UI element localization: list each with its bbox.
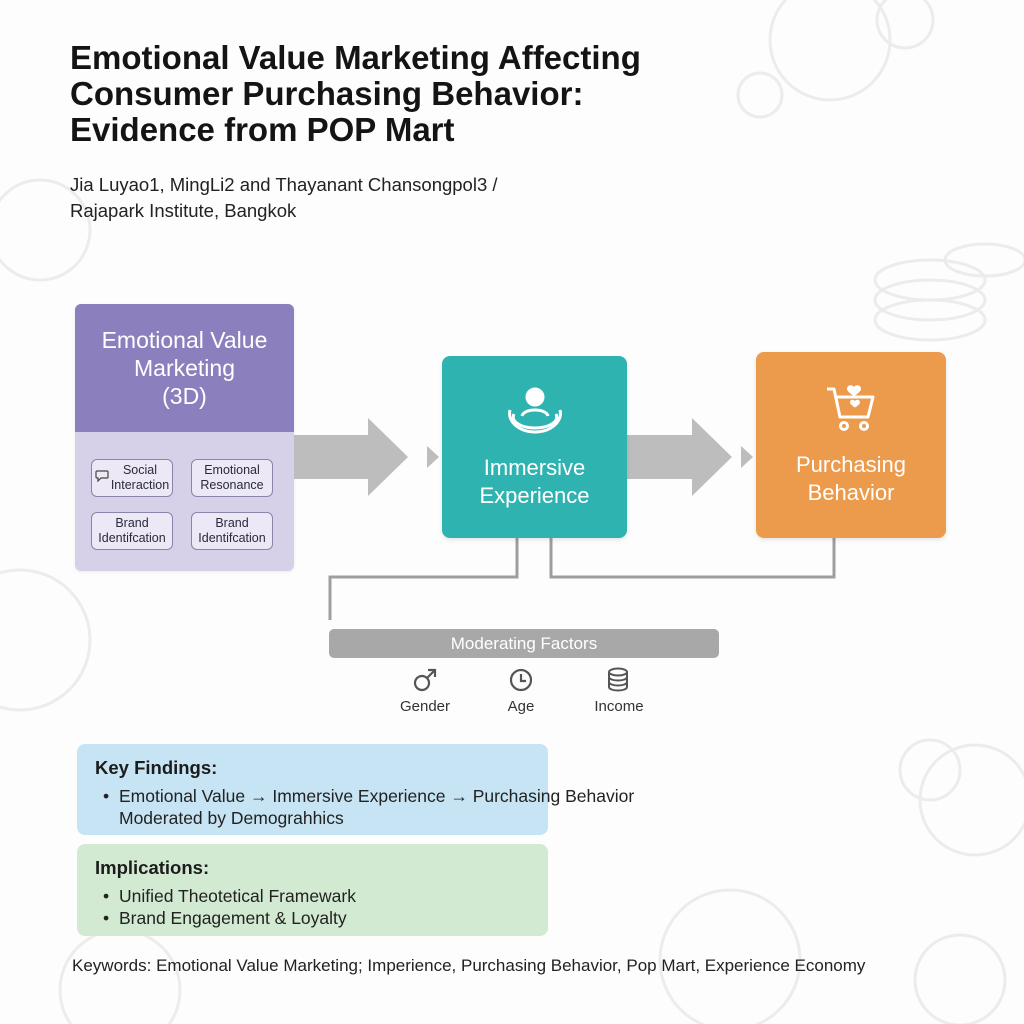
list-item: •Brand Engagement & Loyalty [103,908,347,928]
purchasing-label: Behavior [807,480,895,505]
key-findings-heading: Key Findings: [95,757,218,778]
purchasing-behavior-box: Purchasing Behavior [756,352,946,538]
factor-gender: Gender [380,666,470,715]
implications-heading: Implications: [95,857,210,878]
factor-label: Gender [399,698,451,715]
implications-panel: Implications: •Unified Theotetical Frame… [77,844,548,936]
person-orbit-icon [507,387,562,434]
finding-line-continued: Moderated by Demograhhics [119,808,344,828]
moderating-factors-bar: Moderating Factors [329,629,719,658]
chip-social-interaction: Social Interaction [91,459,173,497]
immersive-label: Experience [479,483,590,508]
factor-age: Age [476,666,566,715]
factor-label: Income [594,698,644,715]
list-item: •Unified Theotetical Framewark [103,886,356,906]
ev-title-line: Marketing [134,355,235,381]
chip-label: Identifcation [198,531,266,545]
purchasing-label: Purchasing [795,452,907,477]
arrow-ev-to-immersive [294,418,439,496]
page-title: Emotional Value Marketing Affecting Cons… [70,40,830,148]
emotional-value-header: Emotional Value Marketing (3D) [75,304,294,432]
shopping-cart-heart-icon [827,385,875,431]
chip-brand-identification: Brand Identifcation [91,512,173,550]
emotional-value-dimensions: Social Interaction Emotional Resonance B… [75,432,294,571]
emotional-value-box: Emotional Value Marketing (3D) Social In… [75,304,294,571]
implication-text: Unified Theotetical Framewark [119,886,356,906]
chip-label: Emotional [204,463,260,477]
key-findings-panel: Key Findings: •Emotional Value → Immersi… [77,744,635,835]
immersive-experience-box: Immersive Experience [442,356,627,538]
title-line: Evidence from POP Mart [70,111,455,148]
title-line: Emotional Value Marketing Affecting [70,39,641,76]
chip-label: Interaction [110,478,170,492]
clock-icon [509,668,533,692]
chip-label: Brand [215,516,249,530]
chip-label: Brand [115,516,149,530]
chip-label: Resonance [200,478,264,492]
chip-label: Identifcation [98,531,166,545]
list-item: •Emotional Value → Immersive Experience … [103,786,635,806]
implications-list: •Unified Theotetical Framewark •Brand En… [95,885,530,929]
moderating-connectors [328,538,836,620]
ev-title-line: Emotional Value [101,327,268,353]
finding-line: Emotional Value → Immersive Experience →… [119,786,635,806]
authors: Jia Luyao1, MingLi2 and Thayanant Chanso… [70,172,670,224]
speech-bubble-icon [95,469,109,487]
chip-emotional-resonance: Emotional Resonance [191,459,273,497]
chip-brand-identification-2: Brand Identifcation [191,512,273,550]
ev-title-line: (3D) [162,383,207,409]
immersive-label: Immersive [483,455,586,480]
title-line: Consumer Purchasing Behavior: [70,75,584,112]
authors-line: Rajapark Institute, Bangkok [70,200,297,221]
key-findings-list: •Emotional Value → Immersive Experience … [95,785,635,807]
keywords-line: Keywords: Emotional Value Marketing; Imp… [72,956,866,975]
authors-line: Jia Luyao1, MingLi2 and Thayanant Chanso… [70,174,498,195]
factor-label: Age [507,698,535,715]
factor-income: Income [574,666,664,715]
coin-stack-icon [608,667,628,692]
chip-label: Social [122,463,158,477]
gender-male-icon [413,668,437,692]
implication-text: Brand Engagement & Loyalty [119,908,347,928]
arrow-immersive-to-purchasing [627,418,753,496]
